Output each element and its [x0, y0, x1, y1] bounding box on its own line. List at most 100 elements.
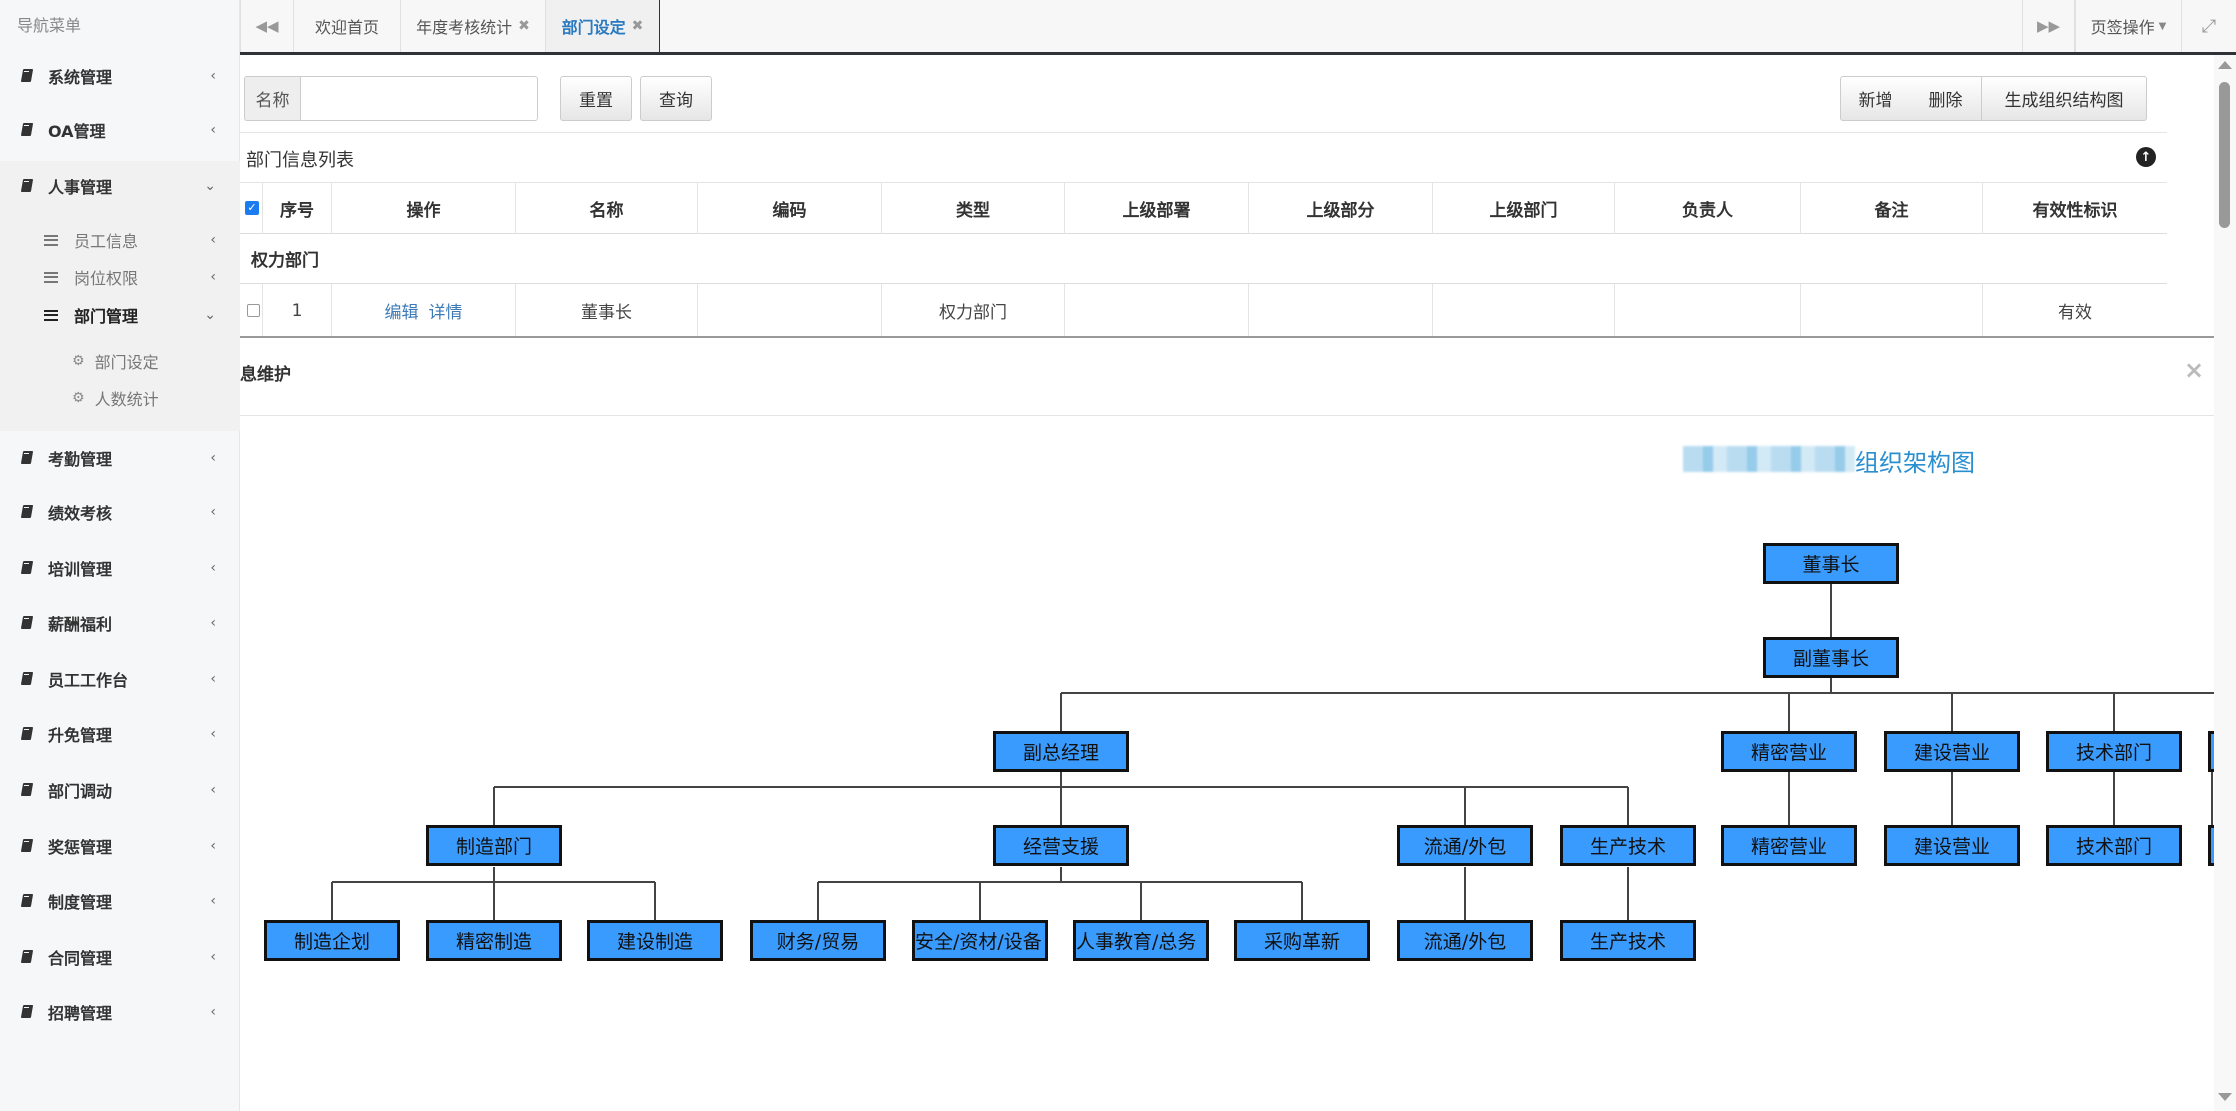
- sidebar-item-contract[interactable]: 合同管理 ‹: [0, 932, 240, 982]
- scroll-down-arrow-icon[interactable]: [2218, 1093, 2232, 1101]
- vertical-scrollbar[interactable]: [2214, 55, 2236, 1111]
- sidebar-item-attendance[interactable]: 考勤管理‹: [0, 433, 240, 483]
- page-ops-dropdown[interactable]: 页签操作▼: [2075, 0, 2182, 52]
- name-search-input[interactable]: [300, 76, 538, 121]
- book-icon: [20, 615, 34, 631]
- sidebar-item-policy[interactable]: 制度管理‹: [0, 876, 240, 926]
- edit-link[interactable]: 编辑: [384, 303, 419, 323]
- query-button[interactable]: 查询: [640, 76, 712, 121]
- sidebar-item-label: 员工工作台: [48, 671, 129, 690]
- double-chevron-right-icon: ▶▶: [2036, 17, 2061, 35]
- sidebar-item-hr[interactable]: 人事管理⌄: [0, 161, 240, 211]
- chevron-down-icon: ⌄: [204, 307, 216, 323]
- double-chevron-left-icon: ◀◀: [255, 17, 279, 35]
- sidebar-item-headcount[interactable]: ⚙人数统计: [0, 380, 240, 416]
- gears-icon: ⚙: [72, 353, 85, 369]
- sidebar-item-oa[interactable]: OA管理‹: [0, 105, 240, 155]
- tab-scroll-left-button[interactable]: ◀◀: [240, 0, 294, 52]
- col-header-validity[interactable]: 有效性标识: [1982, 183, 2167, 234]
- sidebar-item-label: 合同管理: [48, 949, 113, 968]
- sidebar-item-workbench[interactable]: 员工工作台‹: [0, 654, 240, 704]
- col-header-code[interactable]: 编码: [697, 183, 881, 234]
- tab-welcome[interactable]: 欢迎首页: [294, 0, 401, 52]
- cell-name: 董事长: [515, 284, 697, 337]
- chevron-left-icon: ‹: [210, 122, 216, 138]
- group-row[interactable]: 权力部门: [200, 234, 2167, 284]
- chevron-left-icon: ‹: [210, 726, 216, 742]
- sidebar-item-payroll[interactable]: 薪酬福利‹: [0, 598, 240, 648]
- col-header-remark[interactable]: 备注: [1800, 183, 1982, 234]
- panel-title: 部门信息列表: [246, 150, 354, 171]
- book-icon: [20, 504, 34, 520]
- reset-button[interactable]: 重置: [560, 76, 632, 121]
- divider: [200, 415, 2214, 416]
- chevron-left-icon: ‹: [210, 504, 216, 520]
- book-icon: [20, 560, 34, 576]
- sidebar-item-employee-info[interactable]: 员工信息‹: [0, 222, 240, 258]
- sidebar-item-label: 绩效考核: [48, 504, 113, 523]
- chevron-left-icon: ‹: [210, 560, 216, 576]
- select-all-checkbox[interactable]: ✓: [245, 201, 259, 215]
- close-icon[interactable]: ✖: [631, 18, 644, 34]
- sidebar-item-transfer[interactable]: 部门调动‹: [0, 765, 240, 815]
- book-icon: [20, 838, 34, 854]
- sidebar-item-dept-mgmt[interactable]: 部门管理 ⌄: [0, 297, 240, 333]
- col-header-parent-division[interactable]: 上级部分: [1248, 183, 1432, 234]
- sidebar-item-rewards[interactable]: 奖惩管理‹: [0, 821, 240, 871]
- generate-org-chart-button[interactable]: 生成组织结构图: [1981, 76, 2147, 121]
- book-icon: [20, 178, 34, 194]
- cell-actions: 编辑详情: [331, 284, 515, 337]
- chevron-left-icon: ‹: [210, 269, 216, 285]
- scrollbar-thumb[interactable]: [2219, 82, 2230, 228]
- sidebar-item-label: 制度管理: [48, 893, 113, 912]
- dept-maintenance-modal: 息维护 × 组织架构图: [200, 336, 2214, 1111]
- scroll-up-arrow-icon[interactable]: [2218, 61, 2232, 69]
- row-checkbox[interactable]: [246, 304, 260, 317]
- list-icon: [44, 234, 58, 246]
- sidebar-item-system[interactable]: 系统管理‹: [0, 51, 240, 101]
- col-header-parent-office[interactable]: 上级部署: [1064, 183, 1248, 234]
- modal-title: 息维护: [240, 365, 291, 385]
- chevron-left-icon: ‹: [210, 949, 216, 965]
- row-checkbox-cell[interactable]: [200, 284, 262, 337]
- modal-close-button[interactable]: ×: [2184, 356, 2205, 384]
- cell-parent-office: [1064, 284, 1248, 337]
- tab-label: 年度考核统计: [416, 18, 513, 37]
- book-icon: [20, 1004, 34, 1020]
- chevron-left-icon: ‹: [210, 782, 216, 798]
- sidebar: 导航菜单 系统管理‹ OA管理‹ 人事管理⌄ 员工信息‹ 岗位权限‹ 部门管理⌄…: [0, 0, 240, 1111]
- col-header-actions[interactable]: 操作: [331, 183, 515, 234]
- sidebar-item-label: 部门管理: [74, 307, 139, 326]
- sidebar-item-label: 升免管理: [48, 726, 113, 745]
- sidebar-item-performance[interactable]: 绩效考核 ‹: [0, 487, 240, 537]
- org-chart-title: 组织架构图: [1855, 449, 1975, 477]
- tab-dept-settings[interactable]: 部门设定✖: [546, 0, 660, 52]
- sidebar-item-recruitment[interactable]: 招聘管理‹: [0, 987, 240, 1037]
- delete-button[interactable]: 删除: [1910, 76, 1982, 121]
- close-icon[interactable]: ✖: [518, 18, 530, 34]
- col-header-type[interactable]: 类型: [881, 183, 1064, 234]
- add-button[interactable]: 新增: [1840, 76, 1911, 121]
- sidebar-item-label: 人数统计: [94, 390, 159, 409]
- tab-scroll-right-button[interactable]: ▶▶: [2022, 0, 2075, 52]
- divider: [200, 132, 2167, 133]
- cell-index: 1: [262, 284, 331, 337]
- book-icon: [20, 450, 34, 466]
- col-header-parent-dept[interactable]: 上级部门: [1432, 183, 1614, 234]
- collapse-up-icon[interactable]: ↑: [2136, 147, 2156, 167]
- detail-link[interactable]: 详情: [428, 303, 463, 323]
- tab-annual-review[interactable]: 年度考核统计 ✖: [401, 0, 546, 52]
- sidebar-item-label: 人事管理: [48, 178, 113, 197]
- sidebar-item-position-perms[interactable]: 岗位权限‹: [0, 259, 240, 295]
- col-header-manager[interactable]: 负责人: [1614, 183, 1800, 234]
- caret-down-icon: ▼: [2158, 20, 2167, 32]
- cell-validity: 有效: [1982, 284, 2167, 337]
- fullscreen-button[interactable]: ⤢: [2182, 0, 2236, 52]
- sidebar-item-dept-settings[interactable]: ⚙部门设定: [0, 343, 240, 379]
- col-header-name[interactable]: 名称: [515, 183, 697, 234]
- sidebar-item-label: 招聘管理: [48, 1004, 113, 1023]
- sidebar-item-promotion[interactable]: 升免管理 ‹: [0, 709, 240, 759]
- cell-type: 权力部门: [881, 284, 1064, 337]
- col-header-index[interactable]: 序号: [262, 183, 331, 234]
- sidebar-item-training[interactable]: 培训管理‹: [0, 543, 240, 593]
